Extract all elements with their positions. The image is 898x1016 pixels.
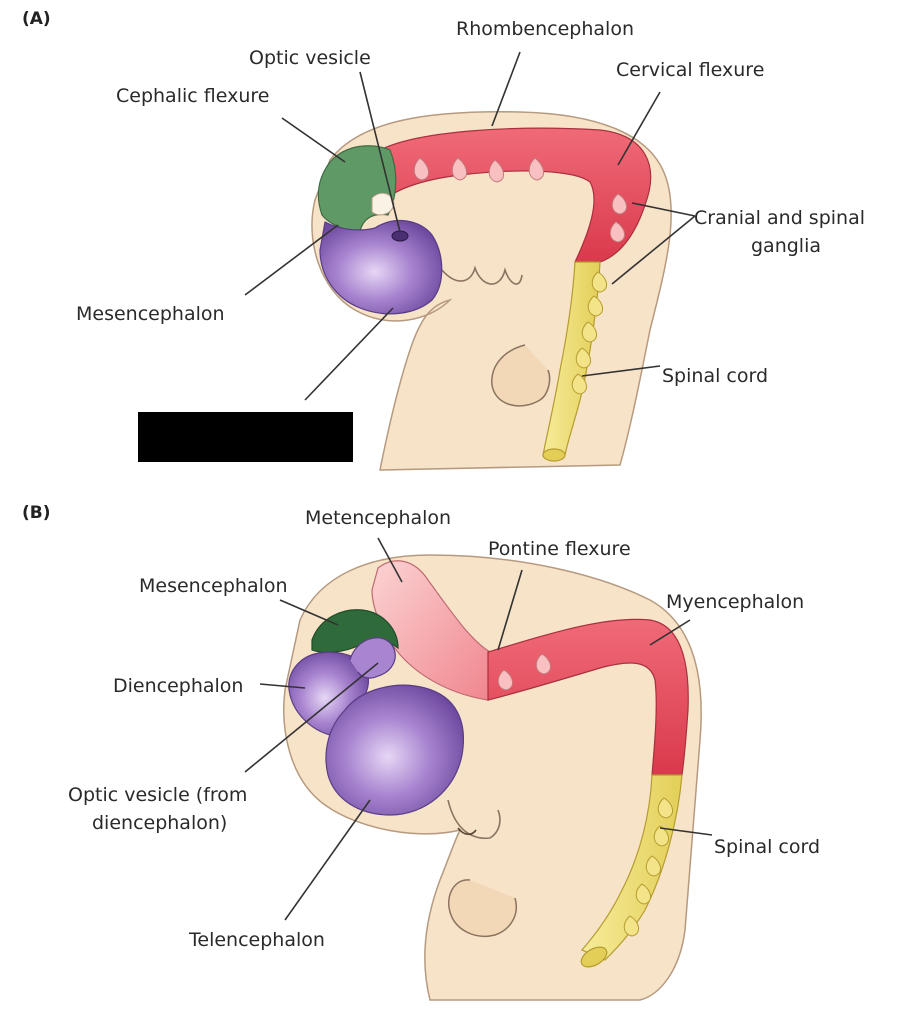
mouth-b xyxy=(457,827,477,836)
mesencephalon-b xyxy=(311,609,399,654)
leader-mesencephalon-b xyxy=(279,599,339,626)
leader-ganglia-1 xyxy=(631,202,696,217)
label-spinal-cord-b: Spinal cord xyxy=(714,836,820,858)
spinal-cord-end-a xyxy=(542,448,566,462)
leader-optic-vesicle-b xyxy=(244,662,379,773)
prosencephalon-a xyxy=(319,220,443,315)
panel-a-tag: (A) xyxy=(22,9,51,29)
label-optic-vesicle-a: Optic vesicle xyxy=(249,47,371,69)
label-pontine-flexure: Pontine flexure xyxy=(488,538,631,560)
spinal-ganglia-a xyxy=(571,271,607,395)
optic-vesicle-a xyxy=(391,230,409,242)
label-optic-vesicle-b-1: Optic vesicle (from xyxy=(68,784,247,806)
optic-vesicle-b xyxy=(349,637,396,679)
label-spinal-cord-a: Spinal cord xyxy=(662,365,768,387)
leader-optic-vesicle-a xyxy=(359,71,401,233)
neural-tube-lumen-a xyxy=(371,192,395,216)
leader-spinal-cord-b xyxy=(659,827,713,836)
label-mesencephalon-b: Mesencephalon xyxy=(139,575,288,597)
leader-telencephalon xyxy=(284,799,371,921)
redaction-box xyxy=(138,412,353,462)
leader-mesencephalon-a-2 xyxy=(304,307,394,401)
telencephalon-b xyxy=(325,684,464,816)
panel-b-tag: (B) xyxy=(22,503,51,523)
label-optic-vesicle-b-2: diencephalon) xyxy=(92,812,227,834)
spinal-cord-b xyxy=(581,774,683,961)
leader-metencephalon xyxy=(377,537,403,583)
panel-a: (A) xyxy=(22,9,865,471)
label-cranial-spinal-ganglia-1: Cranial and spinal xyxy=(694,207,865,229)
label-telencephalon: Telencephalon xyxy=(188,929,325,951)
spinal-ganglia-b xyxy=(623,797,673,937)
label-myencephalon: Myencephalon xyxy=(666,591,804,613)
label-rhombencephalon: Rhombencephalon xyxy=(456,18,634,40)
leader-pontine-flexure xyxy=(497,569,523,651)
jaw-b xyxy=(447,799,501,840)
label-cephalic-flexure: Cephalic flexure xyxy=(116,85,269,107)
spinal-cord-end-b xyxy=(580,946,608,968)
label-diencephalon: Diencephalon xyxy=(113,675,243,697)
limb-bud-b xyxy=(448,879,517,937)
leader-myencephalon xyxy=(649,619,691,646)
leader-mesencephalon-a xyxy=(244,224,339,296)
leader-rhombencephalon-a xyxy=(491,51,521,127)
leader-ganglia-2 xyxy=(611,215,696,285)
cranial-ganglia-a xyxy=(413,157,627,243)
pharyngeal-arches-a xyxy=(441,265,523,285)
leader-cervical-flexure xyxy=(617,91,661,166)
limb-bud-a xyxy=(491,344,551,407)
label-mesencephalon-a: Mesencephalon xyxy=(76,303,225,325)
leader-cephalic-flexure xyxy=(281,117,346,163)
leader-spinal-cord-a xyxy=(581,365,661,377)
panel-b: (B) xyxy=(22,503,820,1001)
leader-diencephalon xyxy=(259,683,306,689)
cranial-ganglia-b xyxy=(497,653,551,691)
label-metencephalon: Metencephalon xyxy=(305,507,451,529)
label-cervical-flexure: Cervical flexure xyxy=(616,59,764,81)
label-cranial-spinal-ganglia-2: ganglia xyxy=(751,235,821,257)
